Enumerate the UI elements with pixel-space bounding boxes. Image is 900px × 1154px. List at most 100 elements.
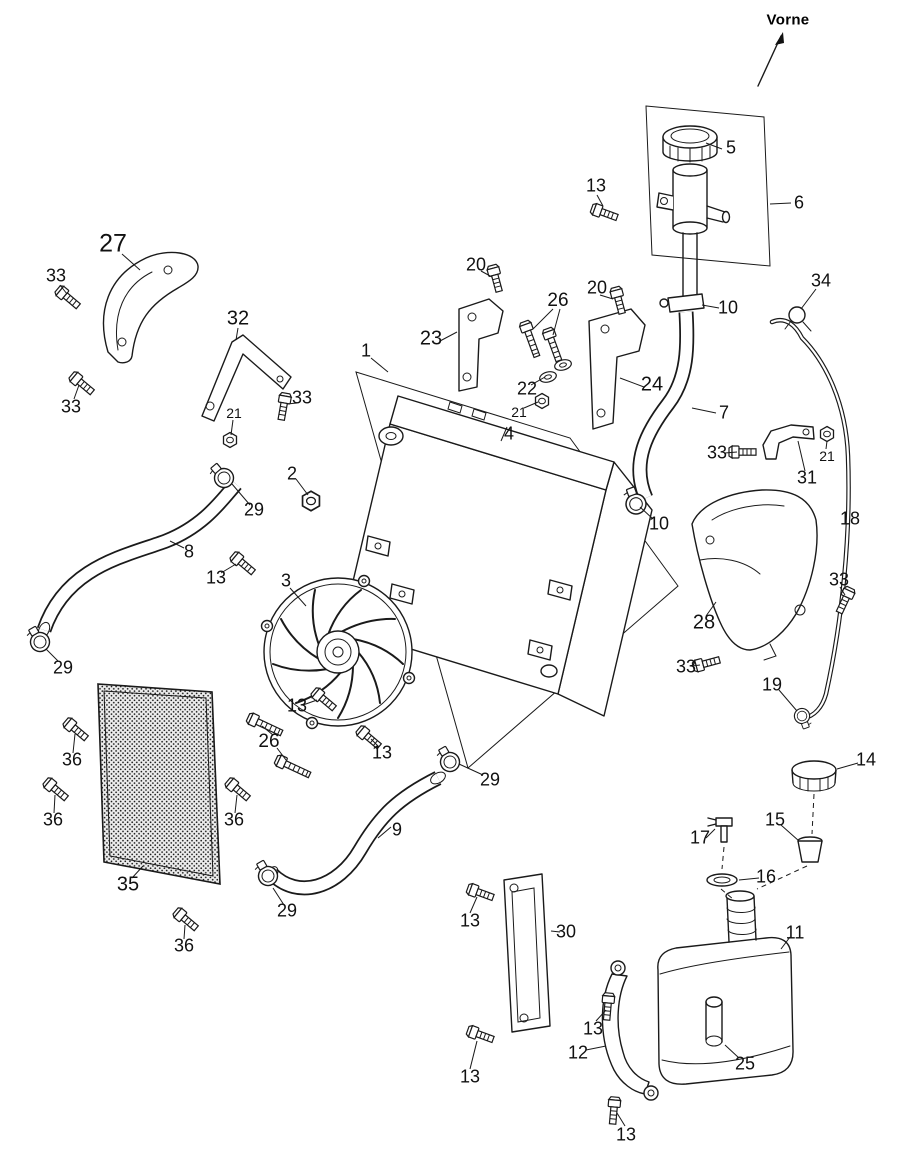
part-label-13: 13 xyxy=(286,695,308,716)
part-label-20: 20 xyxy=(465,254,487,275)
part-label-32: 32 xyxy=(226,307,250,330)
part-label-33: 33 xyxy=(60,396,82,417)
part-label-28: 28 xyxy=(692,611,716,634)
part-label-31: 31 xyxy=(796,467,818,488)
bolt-36 xyxy=(223,775,253,804)
part-label-12: 12 xyxy=(567,1042,589,1063)
part-label-36: 36 xyxy=(61,749,83,770)
bracket-24 xyxy=(588,308,646,430)
part-label-21: 21 xyxy=(819,448,835,464)
bolt-36 xyxy=(41,775,71,804)
part-label-7: 7 xyxy=(718,402,730,423)
part-label-24: 24 xyxy=(640,373,664,396)
part-label-33: 33 xyxy=(706,442,728,463)
part-label-29: 29 xyxy=(276,900,298,921)
nut-21 xyxy=(819,425,835,443)
vorne-arrow xyxy=(757,32,784,87)
bracket-32 xyxy=(201,334,292,422)
part-label-18: 18 xyxy=(839,508,861,529)
part-label-36: 36 xyxy=(223,809,245,830)
bolt-33 xyxy=(274,391,293,422)
nut-21 xyxy=(534,392,550,410)
part-label-21: 21 xyxy=(511,404,527,420)
part-label-13: 13 xyxy=(371,742,393,763)
part-label-34: 34 xyxy=(810,270,832,291)
part-label-33: 33 xyxy=(675,656,697,677)
part-label-25: 25 xyxy=(734,1053,756,1074)
direction-label-vorne: Vorne xyxy=(766,11,810,29)
part-label-23: 23 xyxy=(419,327,443,350)
part-label-14: 14 xyxy=(855,749,877,770)
part-label-26: 26 xyxy=(258,731,280,752)
part-label-13: 13 xyxy=(615,1124,637,1145)
part-label-13: 13 xyxy=(459,910,481,931)
nut-2 xyxy=(301,490,321,512)
part-label-33: 33 xyxy=(291,387,313,408)
radiator-screen xyxy=(97,683,221,885)
part-label-11: 11 xyxy=(785,922,805,943)
bolt-13 xyxy=(465,881,496,904)
bolt-20 xyxy=(485,263,506,294)
leader-lines xyxy=(45,142,859,1127)
shroud-28 xyxy=(691,489,818,661)
bolt-13 xyxy=(228,549,258,578)
part-label-6: 6 xyxy=(793,192,805,213)
part-label-13: 13 xyxy=(582,1018,604,1039)
part-label-13: 13 xyxy=(459,1066,481,1087)
part-label-22: 22 xyxy=(516,378,538,399)
bolt-26 xyxy=(272,753,313,782)
part-label-16: 16 xyxy=(755,866,777,887)
part-label-30: 30 xyxy=(555,921,577,942)
part-label-33: 33 xyxy=(828,569,850,590)
bolt-13 xyxy=(465,1023,496,1046)
guard-panel xyxy=(102,251,199,364)
part-label-35: 35 xyxy=(116,873,140,896)
part-label-33: 33 xyxy=(45,265,67,286)
filler-neck-assembly xyxy=(645,105,771,313)
part-label-13: 13 xyxy=(585,175,607,196)
bracket-30 xyxy=(503,873,551,1033)
clamp-29 xyxy=(433,742,464,776)
hose-7 xyxy=(632,311,695,502)
part-label-29: 29 xyxy=(479,769,501,790)
part-label-36: 36 xyxy=(42,809,64,830)
part-label-1: 1 xyxy=(360,340,372,361)
bolt-13 xyxy=(589,201,620,224)
part-label-29: 29 xyxy=(243,499,265,520)
part-label-10: 10 xyxy=(648,513,670,534)
bolt-36 xyxy=(171,905,201,934)
part-label-10: 10 xyxy=(717,297,739,318)
part-label-2: 2 xyxy=(286,463,298,484)
part-label-21: 21 xyxy=(226,405,242,421)
part-label-36: 36 xyxy=(173,935,195,956)
bolt-13 xyxy=(606,1095,622,1126)
reservoir-tank-assembly xyxy=(657,760,837,1085)
overflow-hose xyxy=(769,318,851,721)
part-label-20: 20 xyxy=(586,277,608,298)
bolt-33 xyxy=(67,369,97,398)
bolt-20 xyxy=(608,285,629,316)
strap-12 xyxy=(601,960,659,1101)
hose-9 xyxy=(265,771,446,896)
clip-34 xyxy=(784,306,812,332)
hose-8 xyxy=(36,479,242,639)
bolt-26 xyxy=(517,319,544,360)
bracket-31 xyxy=(762,424,815,460)
part-label-13: 13 xyxy=(205,567,227,588)
part-label-26: 26 xyxy=(547,290,569,311)
bracket-23 xyxy=(458,298,504,392)
part-label-17: 17 xyxy=(689,827,711,848)
bolt-33 xyxy=(691,653,722,674)
nut-21 xyxy=(222,431,238,449)
bolt-33 xyxy=(53,283,83,312)
part-label-5: 5 xyxy=(725,137,737,158)
part-label-19: 19 xyxy=(761,674,783,695)
washer-22 xyxy=(537,369,559,385)
part-label-4: 4 xyxy=(503,423,515,444)
bolt-36 xyxy=(61,715,91,744)
part-label-9: 9 xyxy=(391,819,403,840)
part-label-27: 27 xyxy=(99,229,127,258)
part-label-15: 15 xyxy=(764,809,786,830)
